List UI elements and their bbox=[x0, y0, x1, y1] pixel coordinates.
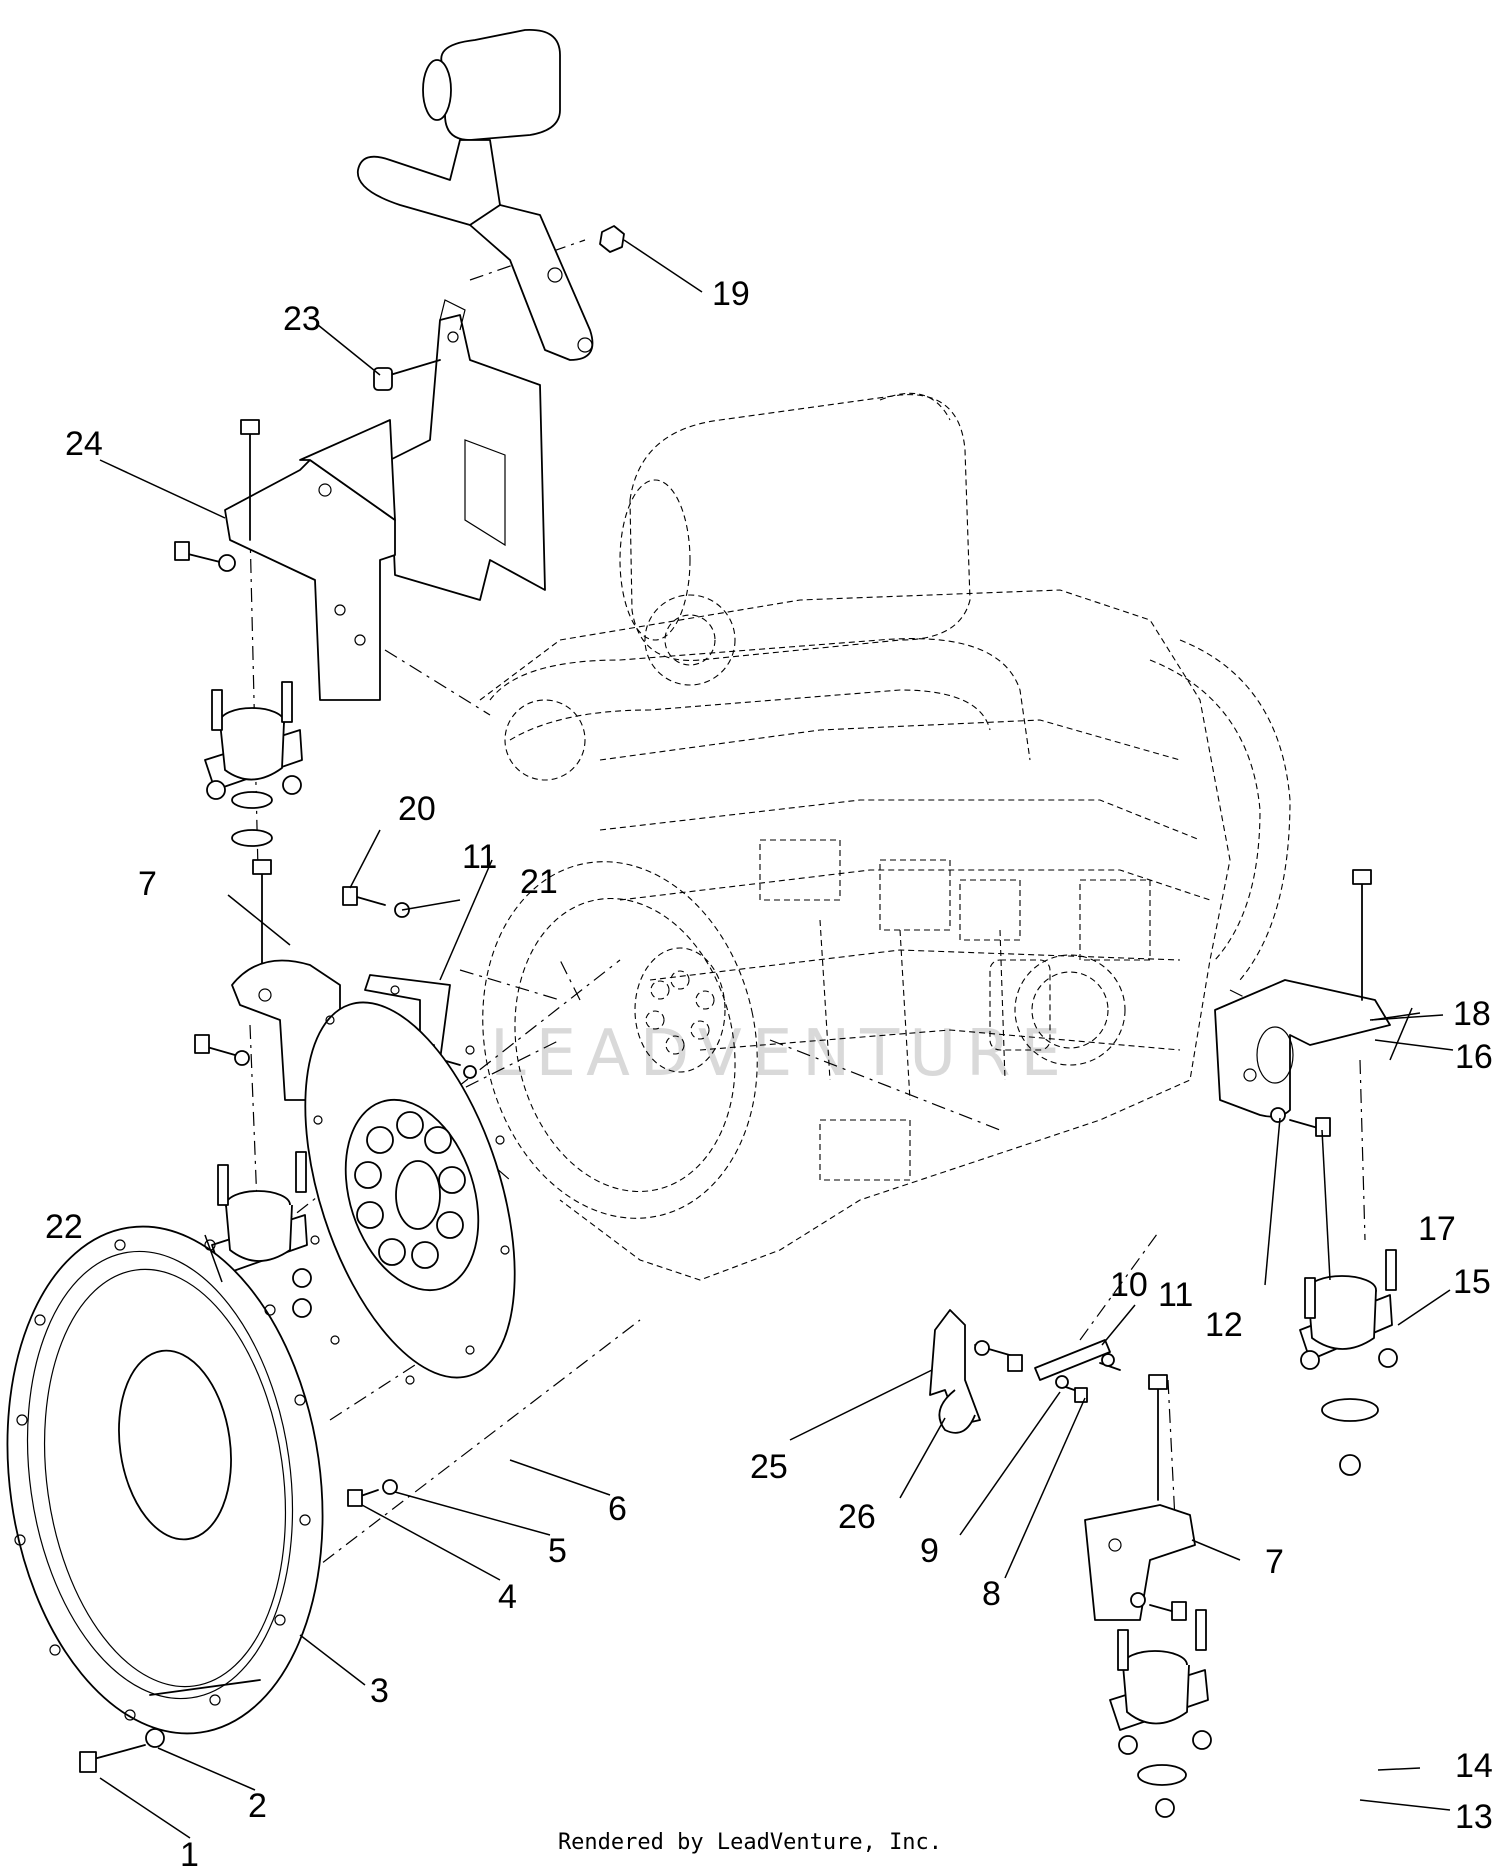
callout-19: 19 bbox=[712, 275, 750, 313]
engine-phantom bbox=[479, 392, 1291, 1281]
part-25-bracket bbox=[929, 1309, 1023, 1434]
callout-numbers: 1 2 3 4 5 6 7 7 8 9 10 11 11 12 13 14 15… bbox=[45, 275, 1493, 1872]
callout-5: 5 bbox=[548, 1532, 567, 1570]
callout-1: 1 bbox=[180, 1836, 199, 1872]
fastener-bolts-left bbox=[79, 1479, 398, 1773]
bolt-23-nut-19 bbox=[373, 225, 625, 391]
callout-8: 8 bbox=[982, 1575, 1001, 1613]
isolator-mount-upper-left bbox=[204, 681, 303, 847]
callout-12: 12 bbox=[1205, 1306, 1243, 1344]
callout-26: 26 bbox=[838, 1498, 876, 1536]
part-24-bracket bbox=[174, 419, 396, 701]
callout-7-upper: 7 bbox=[138, 865, 157, 903]
isolator-mount-right bbox=[1299, 1249, 1398, 1476]
callout-14: 14 bbox=[1455, 1747, 1493, 1785]
leader-lines bbox=[99, 239, 1454, 1839]
callout-24: 24 bbox=[65, 425, 103, 463]
callout-18: 18 bbox=[1453, 995, 1491, 1033]
watermark-text: LEADVENTURE bbox=[490, 1017, 1071, 1091]
callout-23: 23 bbox=[283, 300, 321, 338]
callout-6: 6 bbox=[608, 1490, 627, 1528]
callout-11-lower: 11 bbox=[1158, 1276, 1193, 1314]
lift-bracket-assembly bbox=[357, 29, 594, 601]
callout-15: 15 bbox=[1453, 1263, 1491, 1301]
callout-21: 21 bbox=[520, 863, 558, 901]
callout-10: 10 bbox=[1110, 1266, 1148, 1304]
part-16-bracket bbox=[1214, 869, 1391, 1137]
callout-2: 2 bbox=[248, 1787, 267, 1825]
callout-13: 13 bbox=[1455, 1798, 1493, 1836]
callout-22: 22 bbox=[45, 1208, 83, 1246]
render-credit: Rendered by LeadVenture, Inc. bbox=[557, 1830, 943, 1855]
callout-7-lower: 7 bbox=[1265, 1543, 1284, 1581]
callout-17: 17 bbox=[1418, 1210, 1456, 1248]
part-3-housing-plate bbox=[6, 1225, 324, 1735]
part-7-lower-bracket bbox=[1084, 1374, 1212, 1818]
callout-11-upper: 11 bbox=[462, 838, 497, 876]
callout-3: 3 bbox=[370, 1672, 389, 1710]
part-10-plate bbox=[1034, 1339, 1121, 1403]
part-6-coupling-disc bbox=[304, 985, 516, 1385]
callout-4: 4 bbox=[498, 1578, 517, 1616]
callout-20: 20 bbox=[398, 790, 436, 828]
callout-9: 9 bbox=[920, 1532, 939, 1570]
callout-16: 16 bbox=[1455, 1038, 1493, 1076]
callout-25: 25 bbox=[750, 1448, 788, 1486]
